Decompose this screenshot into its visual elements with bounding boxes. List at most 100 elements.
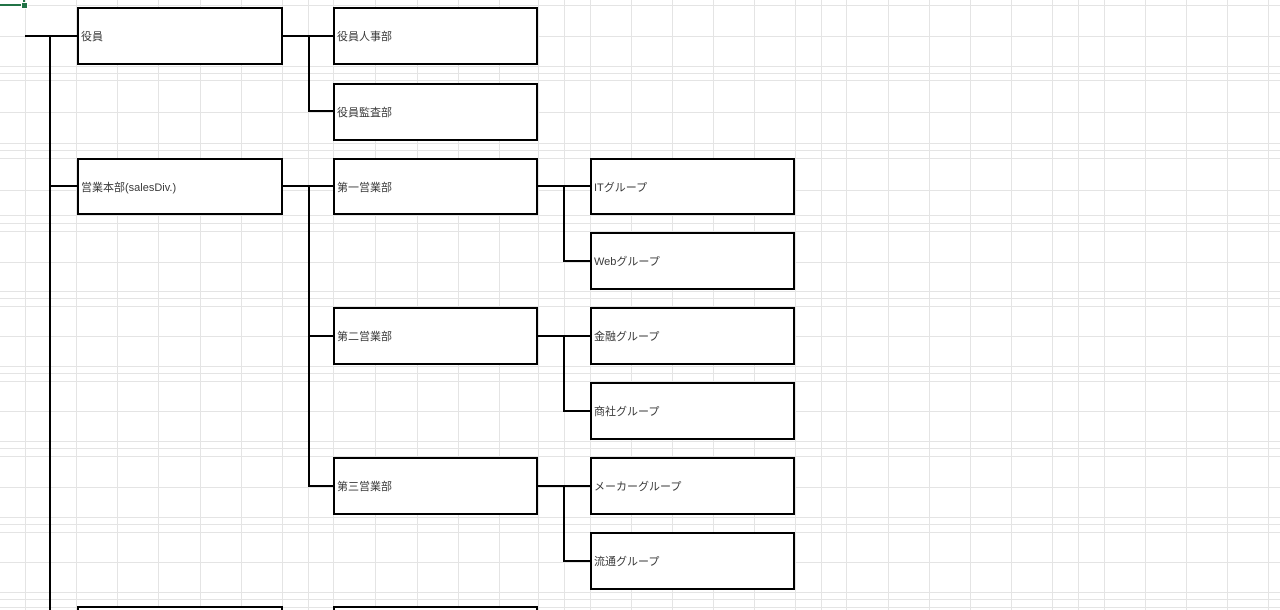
connector-root-trunk[interactable]	[49, 35, 51, 610]
connector-dept2-h2[interactable]	[563, 410, 590, 412]
grid-line-horizontal	[0, 607, 1280, 608]
grid-line-horizontal	[0, 298, 1280, 299]
grid-line-horizontal	[0, 215, 1280, 216]
grid-line-vertical	[1052, 0, 1053, 610]
org-node-trading-group[interactable]: 商社グループ	[590, 382, 795, 440]
fill-handle[interactable]	[21, 2, 28, 9]
connector-dept3-h2[interactable]	[563, 560, 590, 562]
selection-border-bottom	[0, 4, 22, 6]
grid-line-horizontal	[0, 223, 1280, 224]
org-node-label: 役員監査部	[337, 107, 392, 119]
grid-line-horizontal	[0, 66, 1280, 67]
grid-line-vertical	[929, 0, 930, 610]
grid-line-horizontal	[0, 150, 1280, 151]
grid-line-horizontal	[0, 143, 1280, 144]
grid-line-vertical	[538, 0, 539, 610]
grid-line-horizontal	[0, 448, 1280, 449]
grid-line-vertical	[754, 0, 755, 610]
grid-line-vertical	[499, 0, 500, 610]
org-node-label: 役員人事部	[337, 31, 392, 43]
grid-line-horizontal	[0, 373, 1280, 374]
grid-line-horizontal	[0, 306, 1280, 307]
grid-line-horizontal	[0, 112, 1280, 113]
org-node-finance-group[interactable]: 金融グループ	[590, 307, 795, 365]
grid-line-vertical	[76, 0, 77, 610]
connector-dept3-trunk[interactable]	[563, 485, 565, 562]
org-node-label: Webグループ	[594, 256, 660, 268]
grid-line-horizontal	[0, 36, 1280, 37]
connector-salesdiv-h3[interactable]	[308, 485, 333, 487]
connector-exec-trunk[interactable]	[308, 35, 310, 112]
grid-line-vertical	[25, 0, 26, 610]
grid-line-vertical	[564, 0, 565, 610]
grid-line-vertical	[672, 0, 673, 610]
org-node-label: 第三営業部	[337, 481, 392, 493]
connector-root-to-sales[interactable]	[49, 185, 77, 187]
grid-line-horizontal	[0, 231, 1280, 232]
org-node-web-group[interactable]: Webグループ	[590, 232, 795, 290]
grid-line-vertical	[631, 0, 632, 610]
grid-line-vertical	[1078, 0, 1079, 610]
org-node-label: 役員	[81, 31, 103, 43]
org-node-cropped-1[interactable]	[77, 606, 283, 610]
org-node-sales-division[interactable]: 営業本部(salesDiv.)	[77, 158, 283, 215]
grid-line-vertical	[846, 0, 847, 610]
grid-line-vertical	[375, 0, 376, 610]
grid-line-vertical	[282, 0, 283, 610]
grid-line-vertical	[1145, 0, 1146, 610]
grid-line-horizontal	[0, 441, 1280, 442]
grid-line-vertical	[590, 0, 591, 610]
org-node-sales-dept-1[interactable]: 第一営業部	[333, 158, 538, 215]
grid-line-vertical	[1011, 0, 1012, 610]
grid-line-vertical	[117, 0, 118, 610]
connector-dept2-trunk[interactable]	[563, 335, 565, 412]
grid-line-vertical	[417, 0, 418, 610]
grid-line-vertical	[1227, 0, 1228, 610]
org-node-label: 第一営業部	[337, 181, 392, 194]
org-node-cropped-2[interactable]	[333, 606, 538, 610]
grid-line-horizontal	[0, 80, 1280, 81]
grid-line-vertical	[241, 0, 242, 610]
org-node-label: メーカーグループ	[594, 481, 682, 493]
org-node-label: 営業本部(salesDiv.)	[81, 181, 177, 194]
grid-line-vertical	[795, 0, 796, 610]
org-node-maker-group[interactable]: メーカーグループ	[590, 457, 795, 515]
grid-line-vertical	[821, 0, 822, 610]
org-node-label: ITグループ	[594, 181, 648, 194]
grid-line-horizontal	[0, 456, 1280, 457]
org-node-label: 流通グループ	[594, 556, 660, 568]
grid-line-horizontal	[0, 366, 1280, 367]
grid-line-vertical	[1186, 0, 1187, 610]
grid-line-vertical	[200, 0, 201, 610]
grid-line-horizontal	[0, 291, 1280, 292]
grid-line-horizontal	[0, 5, 1280, 6]
grid-line-vertical	[158, 0, 159, 610]
grid-line-horizontal	[0, 381, 1280, 382]
grid-line-vertical	[1104, 0, 1105, 610]
org-node-sales-dept-3[interactable]: 第三営業部	[333, 457, 538, 515]
org-node-distribution-group[interactable]: 流通グループ	[590, 532, 795, 590]
org-node-sales-dept-2[interactable]: 第二営業部	[333, 307, 538, 365]
connector-dept1-h2[interactable]	[563, 260, 590, 262]
grid-line-horizontal	[0, 599, 1280, 600]
org-node-executive-audit[interactable]: 役員監査部	[333, 83, 538, 141]
grid-line-horizontal	[0, 592, 1280, 593]
connector-root-stub[interactable]	[25, 35, 77, 37]
org-node-executives[interactable]: 役員	[77, 7, 283, 65]
org-node-label: 第二営業部	[337, 331, 392, 343]
connector-salesdiv-h2[interactable]	[308, 335, 333, 337]
grid-line-vertical	[970, 0, 971, 610]
grid-line-vertical	[333, 0, 334, 610]
org-node-executive-hr[interactable]: 役員人事部	[333, 7, 538, 65]
grid-line-horizontal	[0, 524, 1280, 525]
grid-line-vertical	[888, 0, 889, 610]
grid-line-vertical	[1268, 0, 1269, 610]
org-node-it-group[interactable]: ITグループ	[590, 158, 795, 215]
grid-line-horizontal	[0, 73, 1280, 74]
grid-line-horizontal	[0, 517, 1280, 518]
connector-exec-h2[interactable]	[308, 110, 333, 112]
grid-line-vertical	[713, 0, 714, 610]
connector-dept1-trunk[interactable]	[563, 185, 565, 262]
org-node-label: 金融グループ	[594, 331, 660, 343]
